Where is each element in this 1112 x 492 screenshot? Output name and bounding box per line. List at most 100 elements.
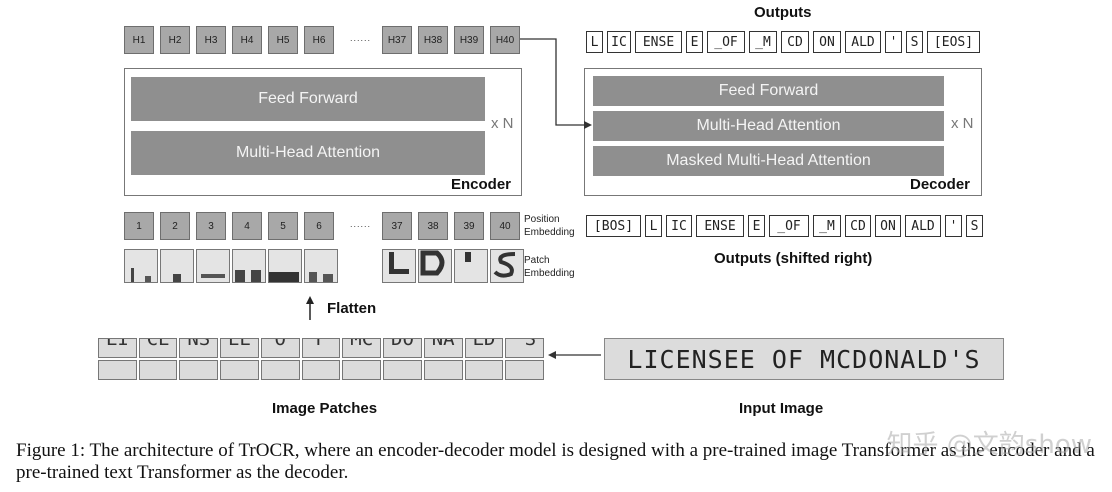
output-token: ENSE <box>635 31 682 53</box>
hidden-state-box: H38 <box>418 26 448 54</box>
image-patch: EE <box>220 338 259 358</box>
position-box: 2 <box>160 212 190 240</box>
patch-thumb <box>454 249 488 283</box>
patch-thumb <box>418 249 452 283</box>
shifted-output-token: ENSE <box>696 215 744 237</box>
hidden-state-box: H6 <box>304 26 334 54</box>
position-box: 38 <box>418 212 448 240</box>
hidden-state-box: H3 <box>196 26 226 54</box>
ellipsis: ...... <box>350 219 372 229</box>
watermark: 知乎 @文韵show <box>886 430 1092 460</box>
flatten-arrow-icon <box>306 296 314 320</box>
encoder-block: Feed Forward Multi-Head Attention x N En… <box>124 68 522 196</box>
image-patch: NA <box>423 338 463 358</box>
input-image: LICENSEE OF MCDONALD'S <box>604 338 1004 380</box>
patch-thumb <box>490 249 524 283</box>
position-box: 37 <box>382 212 412 240</box>
hidden-state-box: H1 <box>124 26 154 54</box>
image-patch: MC <box>342 338 382 358</box>
output-token: L <box>586 31 603 53</box>
patch-embedding-label: Patch Embedding <box>524 255 575 279</box>
position-box: 1 <box>124 212 154 240</box>
image-patch: CE <box>138 338 178 358</box>
input-image-label: Input Image <box>739 400 824 417</box>
image-patch: F <box>301 360 341 380</box>
shifted-output-token: ' <box>945 215 962 237</box>
decoder-masked-multi-head-attention: Masked Multi-Head Attention <box>593 146 944 176</box>
patch-thumb <box>196 249 230 283</box>
image-patch: NS <box>179 360 219 380</box>
decoder-repeat-label: x N <box>951 115 974 132</box>
image-patch: EE <box>220 360 259 380</box>
shifted-output-token: IC <box>666 215 692 237</box>
patch-thumb <box>160 249 194 283</box>
output-token: S <box>906 31 923 53</box>
patch-thumb <box>124 249 158 283</box>
shifted-output-token: S <box>966 215 983 237</box>
output-token: ON <box>813 31 841 53</box>
position-box: 39 <box>454 212 484 240</box>
hidden-state-box: H37 <box>382 26 412 54</box>
decoder-title: Decoder <box>910 176 971 193</box>
output-token: _OF <box>707 31 745 53</box>
image-patch: NA <box>423 360 463 380</box>
decoder-feed-forward: Feed Forward <box>593 76 944 106</box>
image-patch: MC <box>342 360 382 380</box>
position-box: 3 <box>196 212 226 240</box>
image-patch: LI <box>98 360 137 380</box>
image-patch: LD <box>464 360 504 380</box>
position-box: 5 <box>268 212 298 240</box>
outputs-title: Outputs <box>754 4 812 21</box>
patch-thumb <box>382 249 416 283</box>
image-patch: CE <box>138 360 178 380</box>
output-token: IC <box>607 31 631 53</box>
position-box: 40 <box>490 212 520 240</box>
output-token: E <box>686 31 703 53</box>
shifted-output-token: _OF <box>769 215 809 237</box>
encoder-repeat-label: x N <box>491 115 514 132</box>
image-patch: F <box>301 338 341 358</box>
encoder-feed-forward: Feed Forward <box>131 77 485 121</box>
decoder-block: Feed Forward Multi-Head Attention Masked… <box>584 68 982 196</box>
shifted-output-token: ALD <box>905 215 941 237</box>
patch-thumb <box>304 249 338 283</box>
image-patch: NS <box>179 338 219 358</box>
flatten-label: Flatten <box>327 300 377 317</box>
image-patch: 'S <box>505 360 544 380</box>
shifted-output-token: _M <box>813 215 841 237</box>
output-token: CD <box>781 31 809 53</box>
output-token: ' <box>885 31 902 53</box>
position-box: 4 <box>232 212 262 240</box>
image-patch: O <box>260 360 300 380</box>
output-token: ALD <box>845 31 881 53</box>
shifted-output-token: L <box>645 215 662 237</box>
ellipsis: ...... <box>350 33 372 43</box>
hidden-state-box: H2 <box>160 26 190 54</box>
decoder-multi-head-attention: Multi-Head Attention <box>593 111 944 141</box>
hidden-state-box: H5 <box>268 26 298 54</box>
input-to-patches-arrow-icon <box>548 351 601 359</box>
hidden-state-box: H4 <box>232 26 262 54</box>
patch-thumb <box>232 249 266 283</box>
cross-attention-arrow-icon <box>520 38 592 129</box>
image-patch: LI <box>98 338 137 358</box>
shifted-outputs-title: Outputs (shifted right) <box>714 250 873 267</box>
shifted-output-token: ON <box>875 215 901 237</box>
output-token: [EOS] <box>927 31 980 53</box>
image-patch: 'S <box>505 338 544 358</box>
output-token: _M <box>749 31 777 53</box>
encoder-title: Encoder <box>451 176 512 193</box>
position-box: 6 <box>304 212 334 240</box>
image-patch: O <box>260 338 300 358</box>
image-patch: LD <box>464 338 504 358</box>
shifted-output-token: [BOS] <box>586 215 641 237</box>
image-patch: DO <box>383 338 422 358</box>
hidden-state-box: H39 <box>454 26 484 54</box>
position-embedding-label: Position Embedding <box>524 214 575 238</box>
image-patch: DO <box>383 360 422 380</box>
shifted-output-token: E <box>748 215 765 237</box>
hidden-state-box: H40 <box>490 26 520 54</box>
image-patches-label: Image Patches <box>272 400 378 417</box>
figure-caption: Figure 1: The architecture of TrOCR, whe… <box>16 440 1095 483</box>
patch-thumb <box>268 249 302 283</box>
